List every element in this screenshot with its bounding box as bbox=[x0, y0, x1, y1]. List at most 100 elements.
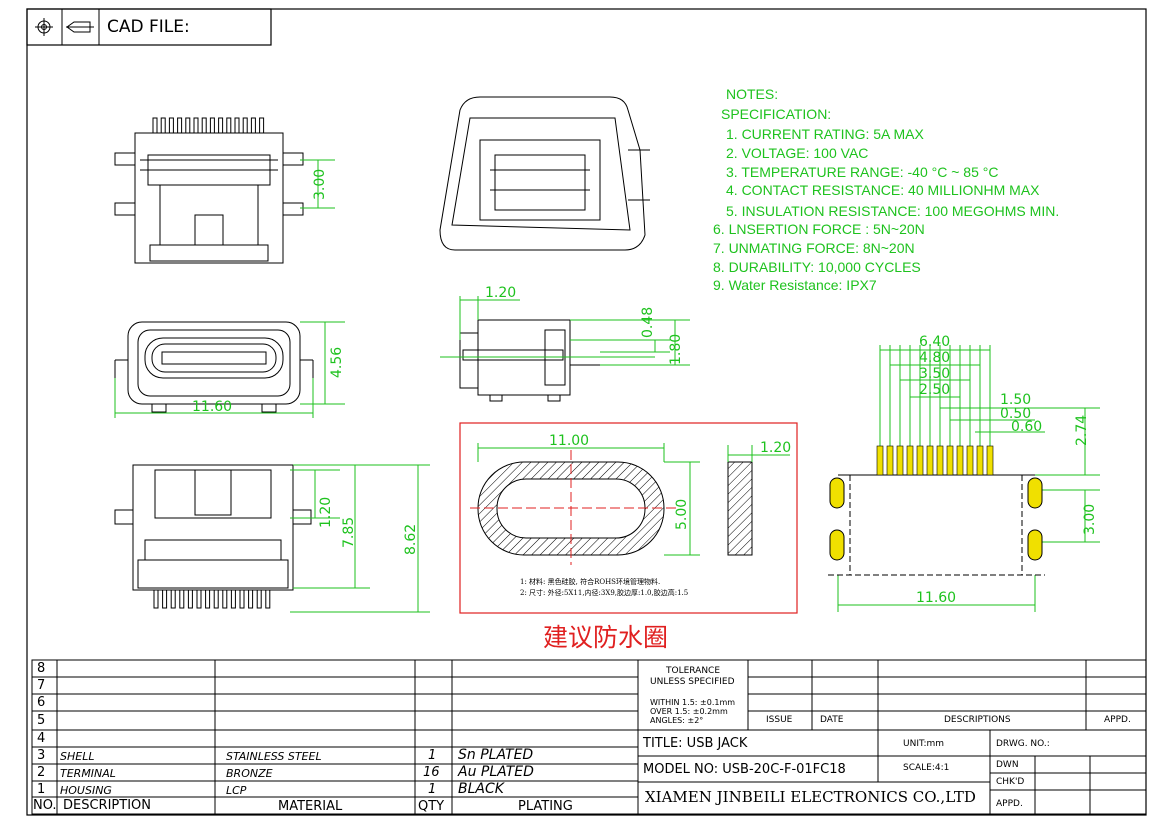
top-pin bbox=[242, 117, 248, 134]
note-item: 3. TEMPERATURE RANGE: -40 °C ~ 85 °C bbox=[726, 164, 999, 180]
top-pin bbox=[218, 117, 224, 134]
scale-label: SCALE:4:1 bbox=[903, 763, 950, 773]
over-label: OVER 1.5: ±0.2mm bbox=[650, 707, 728, 716]
bom-header-plating: PLATING bbox=[518, 799, 573, 814]
pcb-pad bbox=[936, 445, 944, 476]
pcb-pad bbox=[926, 445, 934, 476]
bottom-pin bbox=[256, 589, 262, 609]
dim-1-50: 1.50 bbox=[1000, 392, 1032, 408]
front-view bbox=[114, 321, 314, 413]
crosshair-icon bbox=[35, 18, 53, 36]
chkd-label: CHK'D bbox=[996, 777, 1025, 787]
note-item: 9. Water Resistance: IPX7 bbox=[713, 277, 877, 293]
bom-desc: TERMINAL bbox=[60, 767, 116, 780]
header-box bbox=[26, 8, 272, 46]
bottom-pin bbox=[179, 589, 185, 609]
note-item: 5. INSULATION RESISTANCE: 100 MEGOHMS MI… bbox=[726, 203, 1060, 219]
bottom-pin bbox=[170, 589, 176, 609]
top-pin bbox=[234, 117, 240, 134]
title-block-grid bbox=[637, 659, 1147, 815]
top-pin bbox=[160, 117, 166, 134]
pcb-pad bbox=[986, 445, 994, 476]
issue-label: ISSUE bbox=[766, 715, 793, 725]
bom-row-number: 8 bbox=[37, 661, 46, 676]
model-label: MODEL NO: USB-20C-F-01FC18 bbox=[643, 762, 846, 777]
side-view bbox=[459, 319, 600, 402]
drawing-border bbox=[26, 8, 1147, 816]
dim-3-50: 3.50 bbox=[919, 366, 951, 382]
bottom-pin bbox=[196, 589, 202, 609]
bottom-pin bbox=[187, 589, 193, 609]
date-label: DATE bbox=[820, 715, 844, 725]
dim-2-50: 2.50 bbox=[919, 382, 951, 398]
top-pin bbox=[177, 117, 183, 134]
bom-no: 2 bbox=[37, 765, 46, 780]
descriptions-label: DESCRIPTIONS bbox=[944, 715, 1011, 725]
pcb-pad bbox=[916, 445, 924, 476]
bom-no: 1 bbox=[37, 782, 46, 797]
dim-3-00-pcb: 3.00 bbox=[1082, 503, 1098, 535]
appd2-label: APPD. bbox=[996, 799, 1023, 809]
dim-11-60-pcb: 11.60 bbox=[916, 590, 957, 606]
bom-material: STAINLESS STEEL bbox=[226, 750, 322, 763]
bottom-pin bbox=[239, 589, 245, 609]
pcb-pad bbox=[876, 445, 884, 476]
dim-1-20-side: 1.20 bbox=[485, 285, 517, 301]
top-pin bbox=[209, 117, 215, 134]
pcb-pad bbox=[886, 445, 894, 476]
notes-spec: SPECIFICATION: bbox=[721, 106, 832, 122]
bom-header-desc: DESCRIPTION bbox=[63, 798, 151, 813]
unless-label: UNLESS SPECIFIED bbox=[650, 677, 735, 687]
bom-desc: HOUSING bbox=[60, 784, 112, 797]
dim-4-80: 4.80 bbox=[919, 350, 951, 366]
top-pins bbox=[152, 117, 265, 134]
bom-plating: Au PLATED bbox=[458, 764, 534, 780]
pcb-layout bbox=[828, 474, 1045, 576]
bom-material: BRONZE bbox=[226, 767, 273, 780]
bottom-pin bbox=[213, 589, 219, 609]
bom-row-number: 6 bbox=[37, 695, 46, 710]
gasket-dim-1-20: 1.20 bbox=[760, 440, 792, 456]
top-pin bbox=[259, 117, 265, 134]
cad-file-label: CAD FILE: bbox=[107, 17, 190, 37]
note-item: 1. CURRENT RATING: 5A MAX bbox=[726, 126, 924, 142]
top-pin bbox=[168, 117, 174, 134]
within-label: WITHIN 1.5: ±0.1mm bbox=[650, 698, 736, 707]
pcb-pad bbox=[906, 445, 914, 476]
top-pin bbox=[152, 117, 158, 134]
gasket-box bbox=[459, 422, 798, 614]
gasket-note-2: 2: 尺寸: 外径:5X11,内径:3X9,胶边厚:1.0,胶边高:1.5 bbox=[520, 589, 689, 597]
gasket-note-1: 1: 材料: 黑色硅胶, 符合ROHS环境管理物料. bbox=[520, 578, 661, 586]
bom-plating: Sn PLATED bbox=[458, 747, 534, 763]
dim-2-74: 2.74 bbox=[1074, 414, 1090, 446]
bottom-pin bbox=[162, 589, 168, 609]
bom-row-number: 7 bbox=[37, 678, 46, 693]
dim-0-50: 0.50 bbox=[1000, 406, 1032, 422]
unit-label: UNIT:mm bbox=[903, 739, 945, 749]
iso-view bbox=[439, 96, 650, 251]
gasket-section bbox=[727, 445, 790, 556]
tolerance-label: TOLERANCE bbox=[666, 666, 721, 676]
notes-title: NOTES: bbox=[726, 86, 779, 102]
dim-8-62: 8.62 bbox=[403, 523, 419, 555]
note-item: 2. VOLTAGE: 100 VAC bbox=[726, 145, 869, 161]
top-pin bbox=[250, 117, 256, 134]
dwn-label: DWN bbox=[996, 760, 1019, 770]
bottom-pin bbox=[230, 589, 236, 609]
dim-1-20-bottom: 1.20 bbox=[318, 496, 334, 528]
bom-qty: 16 bbox=[423, 765, 440, 780]
bom-row-number: 5 bbox=[37, 713, 46, 728]
top-pin bbox=[226, 117, 232, 134]
bom-header-material: MATERIAL bbox=[278, 799, 343, 814]
pcb-slots bbox=[829, 477, 1043, 561]
bom-qty: 1 bbox=[428, 782, 437, 797]
note-item: 8. DURABILITY: 10,000 CYCLES bbox=[713, 259, 921, 275]
top-pin bbox=[185, 117, 191, 134]
gasket-dim-11-00: 11.00 bbox=[549, 433, 590, 449]
note-item: 6. LNSERTION FORCE : 5N~20N bbox=[713, 221, 925, 237]
company-name: XIAMEN JINBEILI ELECTRONICS CO.,LTD bbox=[645, 788, 976, 806]
bom-material: LCP bbox=[226, 784, 247, 797]
top-pin bbox=[193, 117, 199, 134]
bottom-view bbox=[114, 464, 312, 591]
